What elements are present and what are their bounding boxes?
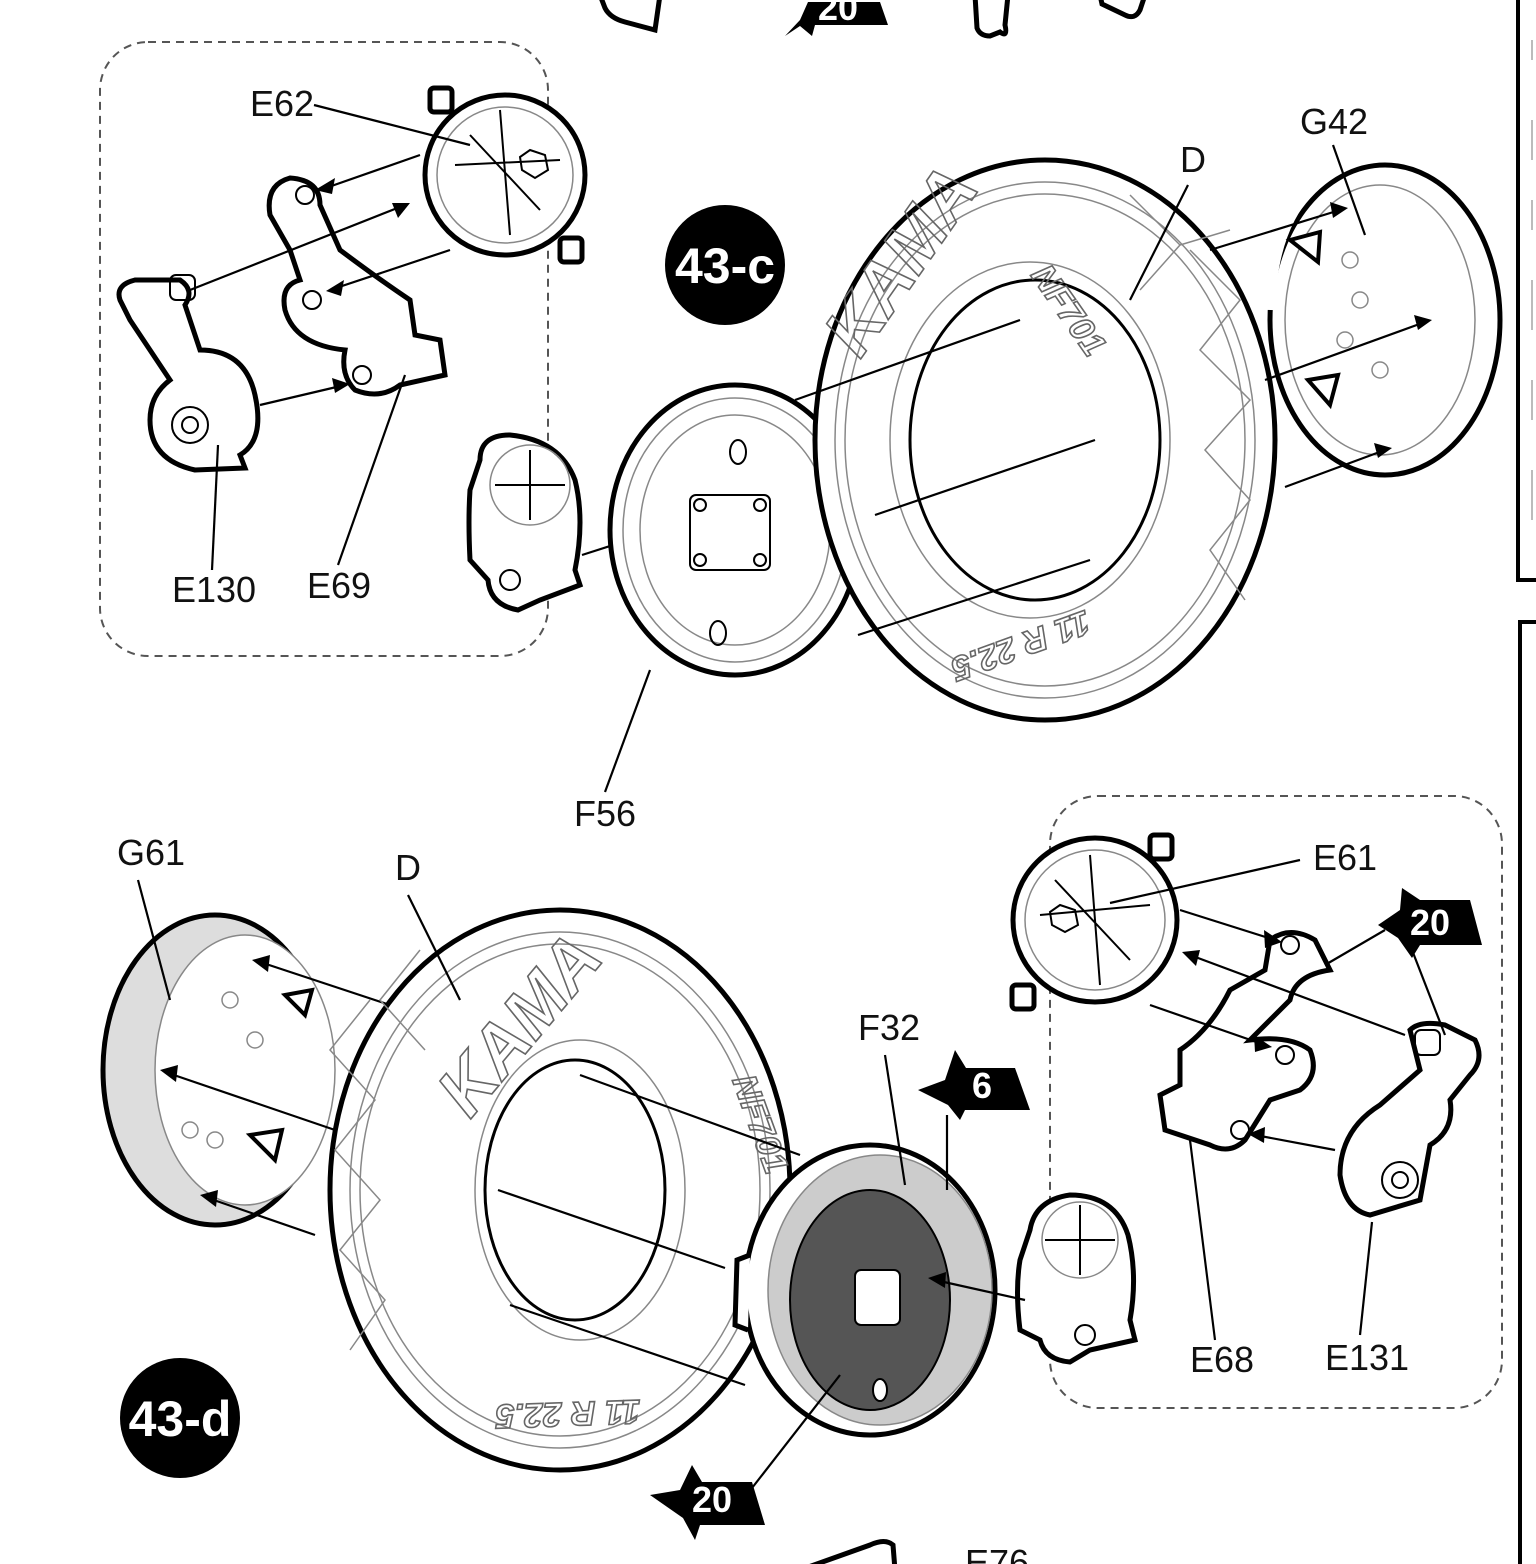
paint-badge-top: 20 (785, 0, 888, 36)
part-labels-43d: G61 D F32 E61 E68 E131 (117, 832, 1409, 1380)
badge-star-shape (650, 1465, 765, 1540)
step-label: 43-c (675, 238, 775, 294)
paint-badge-bottom: 20 (650, 1374, 841, 1540)
step-number-43c: 43-c (665, 205, 785, 325)
partial-part-clip (972, 0, 1011, 39)
step-43-c: KAMA NF701 11 R 22.5 (99, 41, 1503, 834)
subassembly-box-43c (99, 41, 549, 657)
tire-size-text-43d: 11 R 22.5 (494, 1392, 641, 1435)
part-e61-cap (1009, 832, 1180, 1012)
rim-arrows-43c (1209, 202, 1432, 489)
part-e69-bracket (266, 175, 448, 397)
step-number-43d: 43-d (120, 1358, 240, 1478)
badge-number: 20 (692, 1479, 732, 1520)
partial-part-panel (599, 0, 662, 34)
subassembly-box-43d (1049, 795, 1503, 1409)
label-g61: G61 (117, 832, 185, 873)
part-brake-drum-43d (1015, 1192, 1139, 1365)
badge-star-shape (1378, 888, 1482, 958)
label-g42: G42 (1300, 101, 1368, 142)
part-e131-arm (1337, 1020, 1482, 1218)
part-e68-bracket (1157, 930, 1334, 1152)
part-brake-drum-43c (466, 432, 584, 613)
badge-number: 20 (818, 0, 858, 28)
partial-part-bottom (809, 1539, 898, 1564)
label-e62: E62 (250, 83, 314, 124)
label-e69: E69 (307, 565, 371, 606)
label-f56: F56 (574, 793, 636, 834)
label-f32: F32 (858, 1007, 920, 1048)
page-side-frame (1516, 0, 1536, 1564)
label-e68: E68 (1190, 1339, 1254, 1380)
top-partial-parts (599, 0, 1146, 39)
badge-star-shape (785, 2, 888, 36)
paint-badge-hub: 6 (918, 1050, 1030, 1190)
part-e62-cap (422, 85, 588, 265)
paint-badge-arm: 20 (1324, 888, 1482, 1036)
step-label: 43-d (129, 1391, 232, 1447)
part-labels-43c: E62 E130 E69 F56 D G42 (172, 83, 1368, 834)
badge-star-shape (918, 1050, 1030, 1120)
label-e76-partial: E76 (965, 1542, 1029, 1564)
partial-part-block (1098, 0, 1146, 20)
step-43-d: KAMA NF701 11 R 22.5 (100, 795, 1503, 1540)
label-e61: E61 (1313, 837, 1377, 878)
part-e130-arm (116, 274, 261, 473)
bottom-partial-parts: E76 (809, 1539, 1029, 1564)
part-f32-hub (732, 1142, 998, 1438)
label-d-43d: D (395, 847, 421, 888)
guide-lines-43d (497, 1073, 801, 1387)
side-frame-upper (1516, 0, 1536, 582)
part-d-tire-43c: KAMA NF701 11 R 22.5 (808, 151, 1278, 723)
badge-number: 20 (1410, 902, 1450, 943)
rim-arrows-43d (160, 955, 391, 1237)
part-g61-rim (100, 912, 336, 1228)
label-e130: E130 (172, 569, 256, 610)
label-e131: E131 (1325, 1337, 1409, 1378)
part-g42-rim (1265, 162, 1503, 478)
part-d-tire-43d: KAMA NF701 11 R 22.5 (327, 907, 796, 1473)
guide-lines-43c (794, 318, 1096, 637)
assembly-arrows-43d (1149, 908, 1406, 1152)
badge-number: 6 (972, 1065, 992, 1106)
label-d-43c: D (1180, 139, 1206, 180)
side-frame-lower (1518, 620, 1536, 1564)
